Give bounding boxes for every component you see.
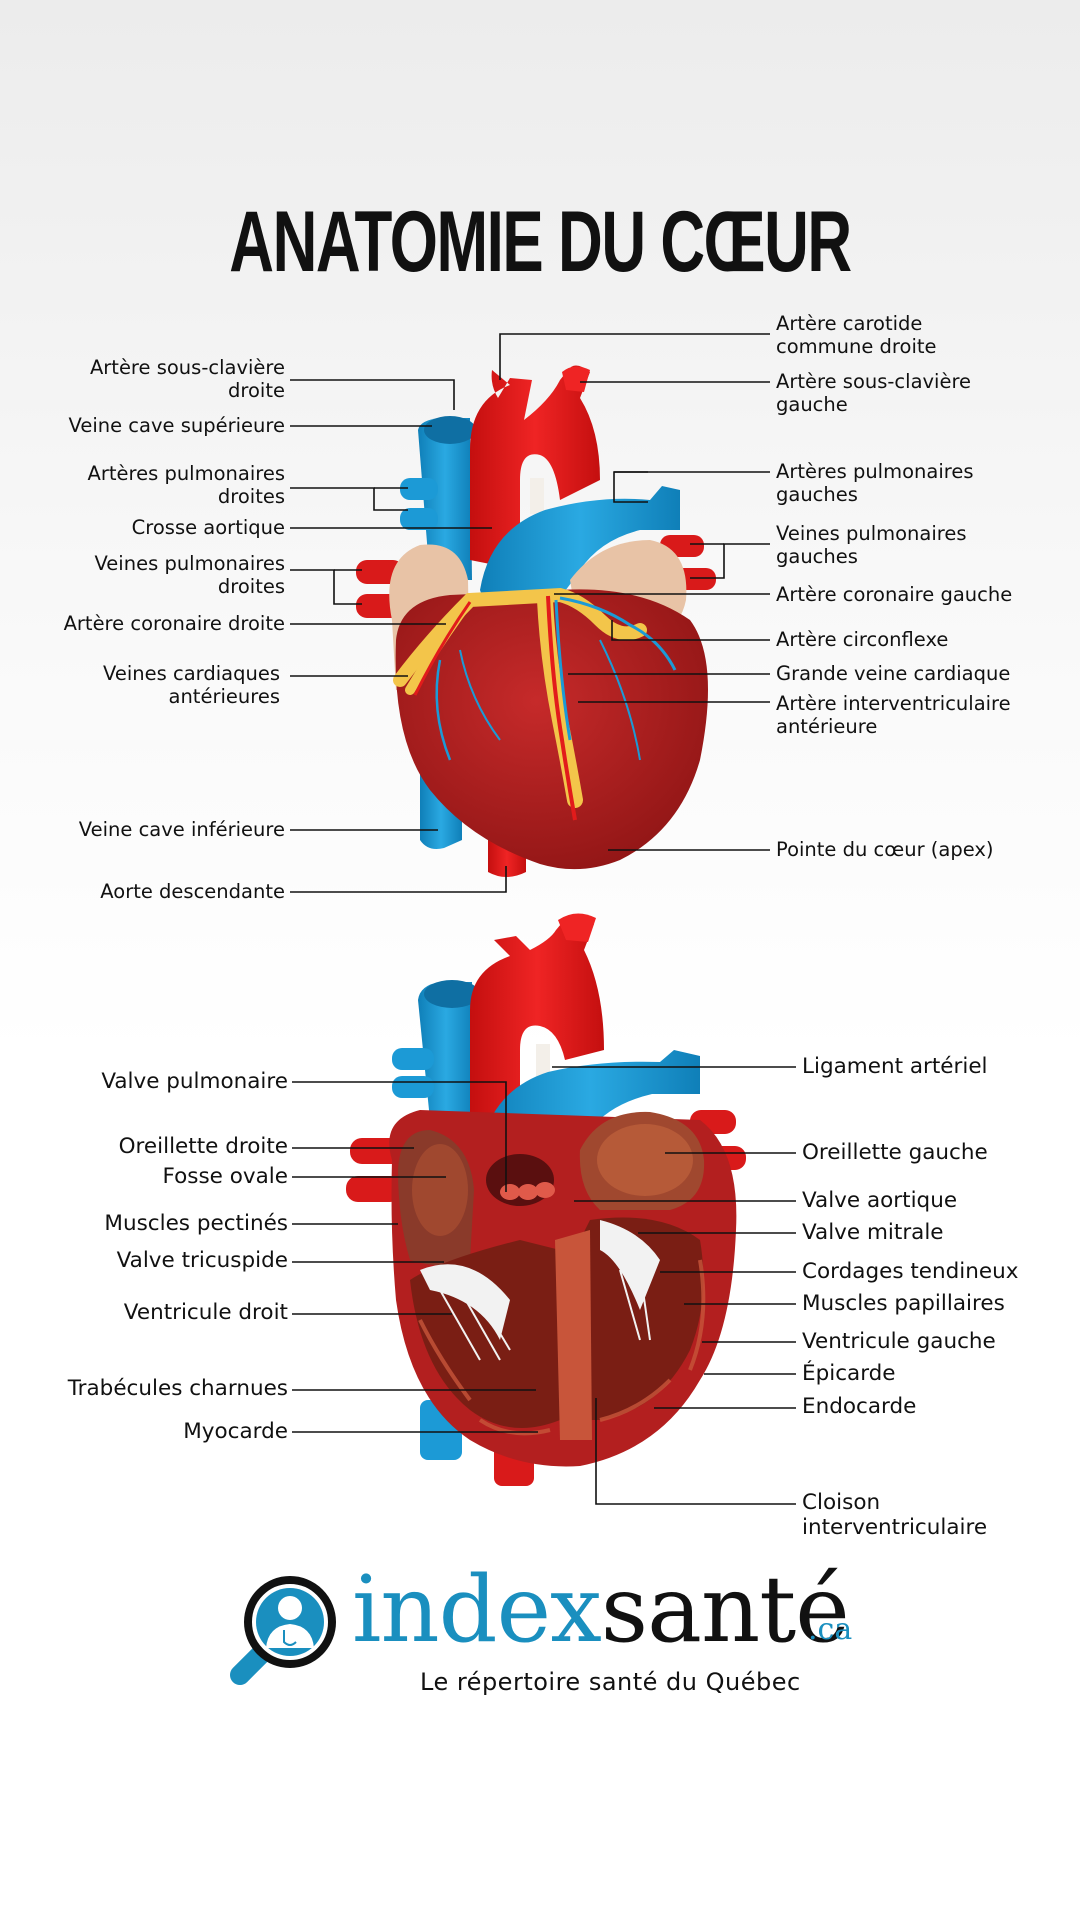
- aortic-arch: [470, 365, 600, 570]
- label-artere-coronaire-gauche: Artère coronaire gauche: [776, 583, 1013, 606]
- pulmonary-trunk: [480, 486, 680, 620]
- label-aorte-descendante: Aorte descendante: [100, 880, 285, 903]
- label-veines-cardiaques-anterieures: Veines cardiaques antérieures: [103, 662, 280, 708]
- left-ventricle-chamber: [580, 1217, 704, 1420]
- label-oreillette-gauche: Oreillette gauche: [802, 1140, 988, 1165]
- label-ventricule-gauche: Ventricule gauche: [802, 1329, 996, 1354]
- label-muscles-papillaires: Muscles papillaires: [802, 1291, 1005, 1316]
- label-valve-aortique: Valve aortique: [802, 1188, 958, 1213]
- label-pointe-du-coeur: Pointe du cœur (apex): [776, 838, 994, 861]
- brand-logo-text[interactable]: indexsanté: [352, 1560, 850, 1660]
- label-ventricule-droit: Ventricule droit: [123, 1300, 288, 1325]
- brand-tld: .ca: [808, 1612, 853, 1647]
- label-endocarde: Endocarde: [802, 1394, 917, 1419]
- label-artere-sous-claviere-gauche: Artère sous-clavière gauche: [776, 370, 972, 416]
- brand-name-part2: santé: [600, 1556, 850, 1663]
- label-veine-cave-inferieure: Veine cave inférieure: [78, 818, 285, 841]
- label-muscles-pectines: Muscles pectinés: [104, 1211, 288, 1236]
- label-fosse-ovale: Fosse ovale: [162, 1164, 288, 1189]
- label-veines-pulmonaires-droites: Veines pulmonaires droites: [94, 552, 285, 598]
- label-artere-coronaire-droite: Artère coronaire droite: [63, 612, 285, 635]
- label-cloison-interventriculaire: Cloison interventriculaire: [802, 1490, 988, 1540]
- page-title: ANATOMIE DU CŒUR: [229, 194, 852, 290]
- superior-vena-cava: [418, 418, 472, 580]
- label-valve-mitrale: Valve mitrale: [802, 1220, 944, 1245]
- label-artere-interventriculaire: Artère interventriculaire antérieure: [776, 692, 1011, 738]
- label-crosse-aortique: Crosse aortique: [131, 516, 285, 539]
- label-valve-pulmonaire: Valve pulmonaire: [101, 1069, 288, 1094]
- label-arter-sous-claviere-droite: Artère sous-clavière droite: [89, 356, 285, 402]
- label-artere-circonflexe: Artère circonflexe: [776, 628, 949, 651]
- label-arteres-pulmonaires-gauches: Artères pulmonaires gauches: [776, 460, 974, 506]
- internal-heart: [292, 913, 796, 1505]
- label-ligament-arteriel: Ligament artériel: [802, 1054, 988, 1079]
- brand-name-part1: index: [352, 1556, 602, 1663]
- label-cordages-tendineux: Cordages tendineux: [802, 1259, 1019, 1284]
- label-oreillette-droite: Oreillette droite: [118, 1134, 288, 1159]
- ventricles: [395, 589, 708, 870]
- label-veines-pulmonaires-gauches: Veines pulmonaires gauches: [776, 522, 967, 568]
- septum: [555, 1230, 592, 1440]
- brand-tagline: Le répertoire santé du Québec: [420, 1668, 801, 1696]
- label-veine-cave-superieure: Veine cave supérieure: [68, 414, 285, 437]
- magnifier-doctor-icon: [230, 1576, 336, 1685]
- label-arteres-pulmonaires-droites: Artères pulmonaires droites: [87, 462, 286, 508]
- external-heart: [290, 333, 770, 893]
- label-myocarde: Myocarde: [183, 1419, 288, 1444]
- label-artere-carotide: Artère carotide commune droite: [776, 312, 937, 358]
- label-trabecules-charnues: Trabécules charnues: [67, 1376, 288, 1401]
- label-epicarde: Épicarde: [802, 1361, 896, 1386]
- label-grande-veine-cardiaque: Grande veine cardiaque: [776, 662, 1011, 685]
- label-valve-tricuspide: Valve tricuspide: [116, 1248, 288, 1273]
